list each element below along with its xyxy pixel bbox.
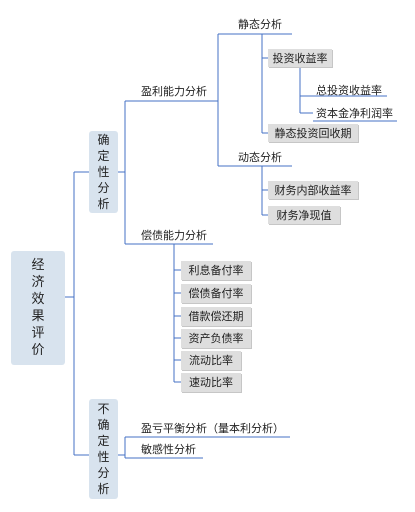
node-capital-net-profit-rate: 资本金净利润率 xyxy=(316,107,393,120)
root-node-economic-evaluation: 经济效果评价 xyxy=(11,251,65,365)
node-debt-asset-ratio: 资产负债率 xyxy=(181,329,251,348)
node-certain-analysis: 确定性分析 xyxy=(89,131,118,213)
node-solvency-analysis: 偿债能力分析 xyxy=(141,228,207,242)
node-static-analysis: 静态分析 xyxy=(238,17,282,31)
node-dynamic-analysis: 动态分析 xyxy=(238,150,282,164)
node-total-roi: 总投资收益率 xyxy=(316,84,382,97)
node-debt-service-coverage-ratio: 偿债备付率 xyxy=(181,284,251,303)
node-uncertain-analysis: 不确定性分析 xyxy=(89,399,118,499)
node-roi: 投资收益率 xyxy=(268,49,332,67)
node-static-payback-period: 静态投资回收期 xyxy=(268,124,358,142)
node-profitability-analysis: 盈利能力分析 xyxy=(141,84,207,98)
node-break-even-analysis: 盈亏平衡分析（量本利分析） xyxy=(141,421,284,435)
node-loan-repayment-period: 借款偿还期 xyxy=(181,307,251,326)
node-sensitivity-analysis: 敏感性分析 xyxy=(141,443,196,456)
node-interest-coverage-ratio: 利息备付率 xyxy=(181,261,251,280)
node-quick-ratio: 速动比率 xyxy=(181,373,241,392)
node-current-ratio: 流动比率 xyxy=(181,351,241,370)
node-fnpv: 财务净现值 xyxy=(268,206,340,224)
node-firr: 财务内部收益率 xyxy=(268,181,358,199)
